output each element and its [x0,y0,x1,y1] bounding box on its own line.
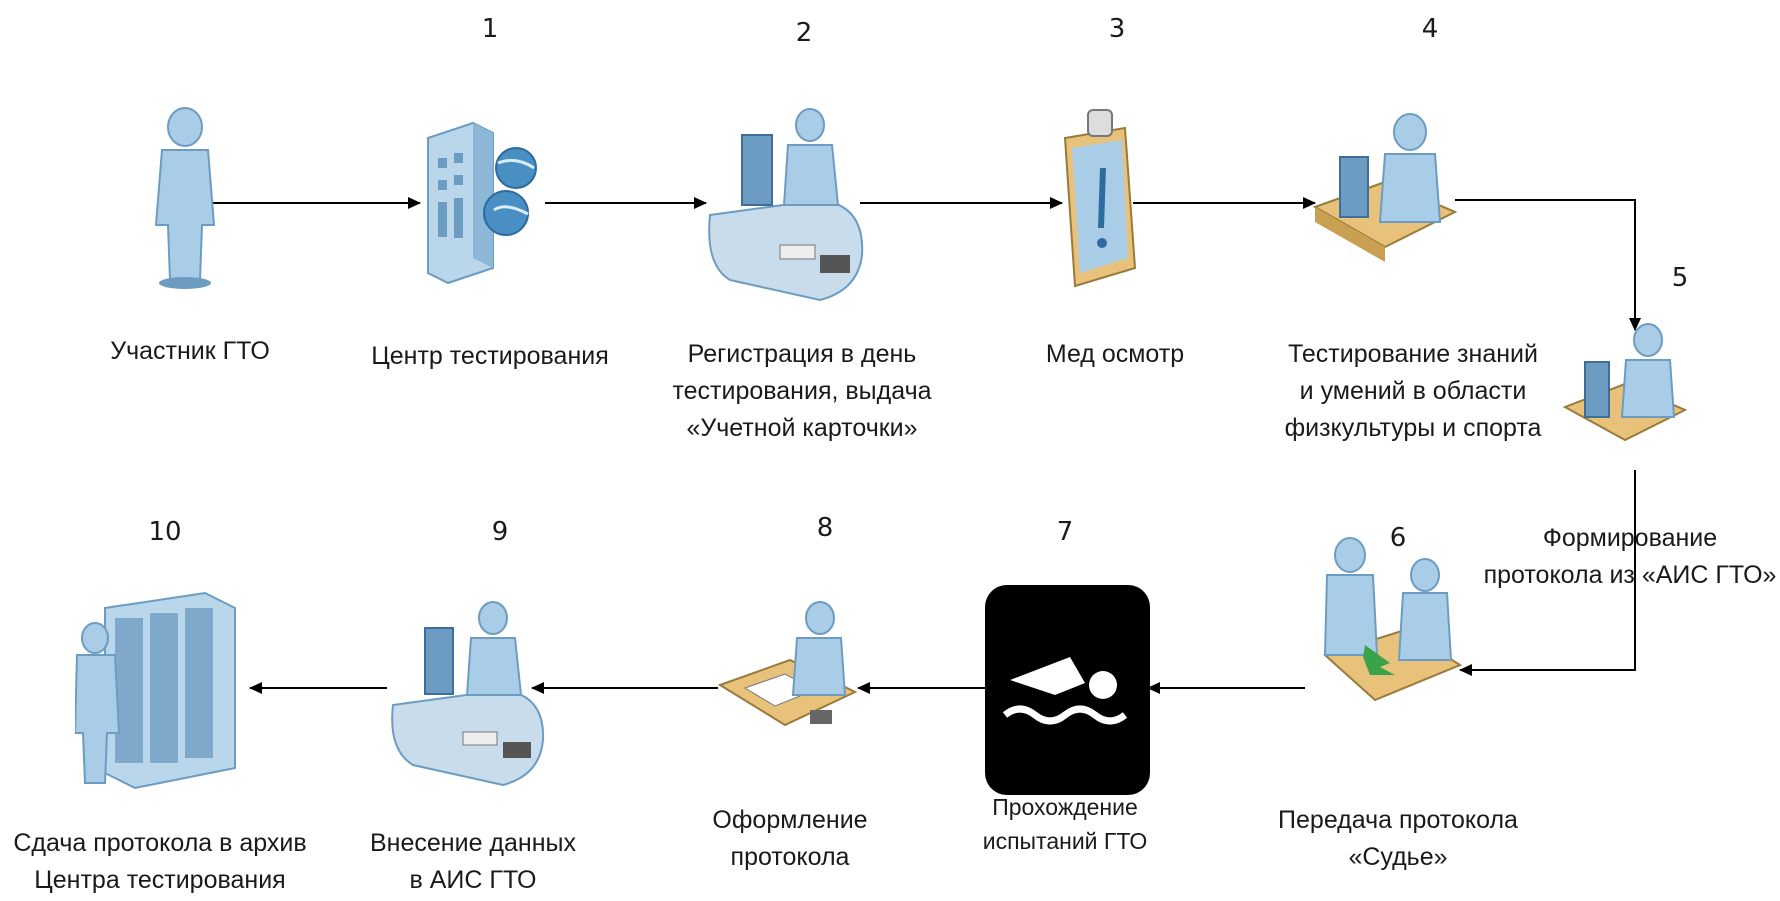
handover-icon [1323,537,1463,702]
step-label-line: тестирования, выдача [672,377,932,405]
step-label-line: Тестирование знаний [1288,340,1538,368]
step-label-line: протокола [730,843,850,871]
protocol-formation-icon [1562,323,1688,442]
data-entry-icon [391,601,545,787]
step-label: Оформление протокола [712,802,867,876]
step-label-line: Сдача протокола в архив [13,829,307,857]
step-label: Прохождение испытаний ГТО [983,790,1148,858]
arrow-5-6 [1455,199,1641,331]
registration-desk-icon [708,108,864,302]
step-label-line: и умений в области [1299,377,1527,405]
step-label-line: Центра тестирования [34,866,286,894]
step-number: 8 [816,513,834,543]
step-label-line: Участник ГТО [110,337,270,365]
step-label-line: Внесение данных [370,829,576,857]
step-label: Внесение данных в АИС ГТО [370,825,576,899]
step-label-line: Передача протокола [1278,806,1518,834]
step-label: Формирование протокола из «АИС ГТО» [1484,520,1777,594]
step-number: 1 [481,14,499,44]
step-label-line: Центр тестирования [371,342,609,370]
step-label: Мед осмотр [1046,336,1184,373]
step-label: Передача протокола «Судье» [1278,802,1518,876]
step-label-line: испытаний ГТО [982,828,1148,854]
step-number: 10 [148,517,182,547]
step-label: Тестирование знаний и умений в области ф… [1285,336,1542,447]
medical-checkup-icon [1063,109,1137,288]
participant-icon [154,107,216,289]
step-label: Участник ГТО [110,333,270,370]
step-label: Центр тестирования [371,338,609,375]
step-label-line: Формирование [1542,524,1718,552]
arrow-6-7 [1459,470,1636,676]
step-number: 7 [1056,517,1074,547]
swimming-icon [985,585,1150,795]
step-number: 4 [1421,14,1439,44]
step-number: 3 [1108,14,1126,44]
step-label: Сдача протокола в архив Центра тестирова… [13,825,306,899]
step-label-line: протокола из «АИС ГТО» [1483,561,1777,589]
step-label: Регистрация в день тестирования, выдача … [672,336,931,447]
step-number: 9 [491,517,509,547]
testing-center-icon [427,121,537,285]
protocol-drafting-icon [717,601,858,727]
step-number: 5 [1671,263,1689,293]
step-label-line: Оформление [712,806,868,834]
step-label-line: в АИС ГТО [409,866,537,894]
step-label-line: «Учетной карточки» [686,414,918,442]
step-label-line: Прохождение [992,794,1138,820]
knowledge-testing-icon [1312,113,1458,262]
archive-icon [75,591,236,790]
step-number: 6 [1389,523,1407,553]
step-label-line: «Судье» [1348,843,1448,871]
step-number: 2 [795,18,813,48]
step-label-line: Регистрация в день [687,340,917,368]
step-label-line: Мед осмотр [1045,340,1185,368]
step-label-line: физкультуры и спорта [1284,414,1542,442]
